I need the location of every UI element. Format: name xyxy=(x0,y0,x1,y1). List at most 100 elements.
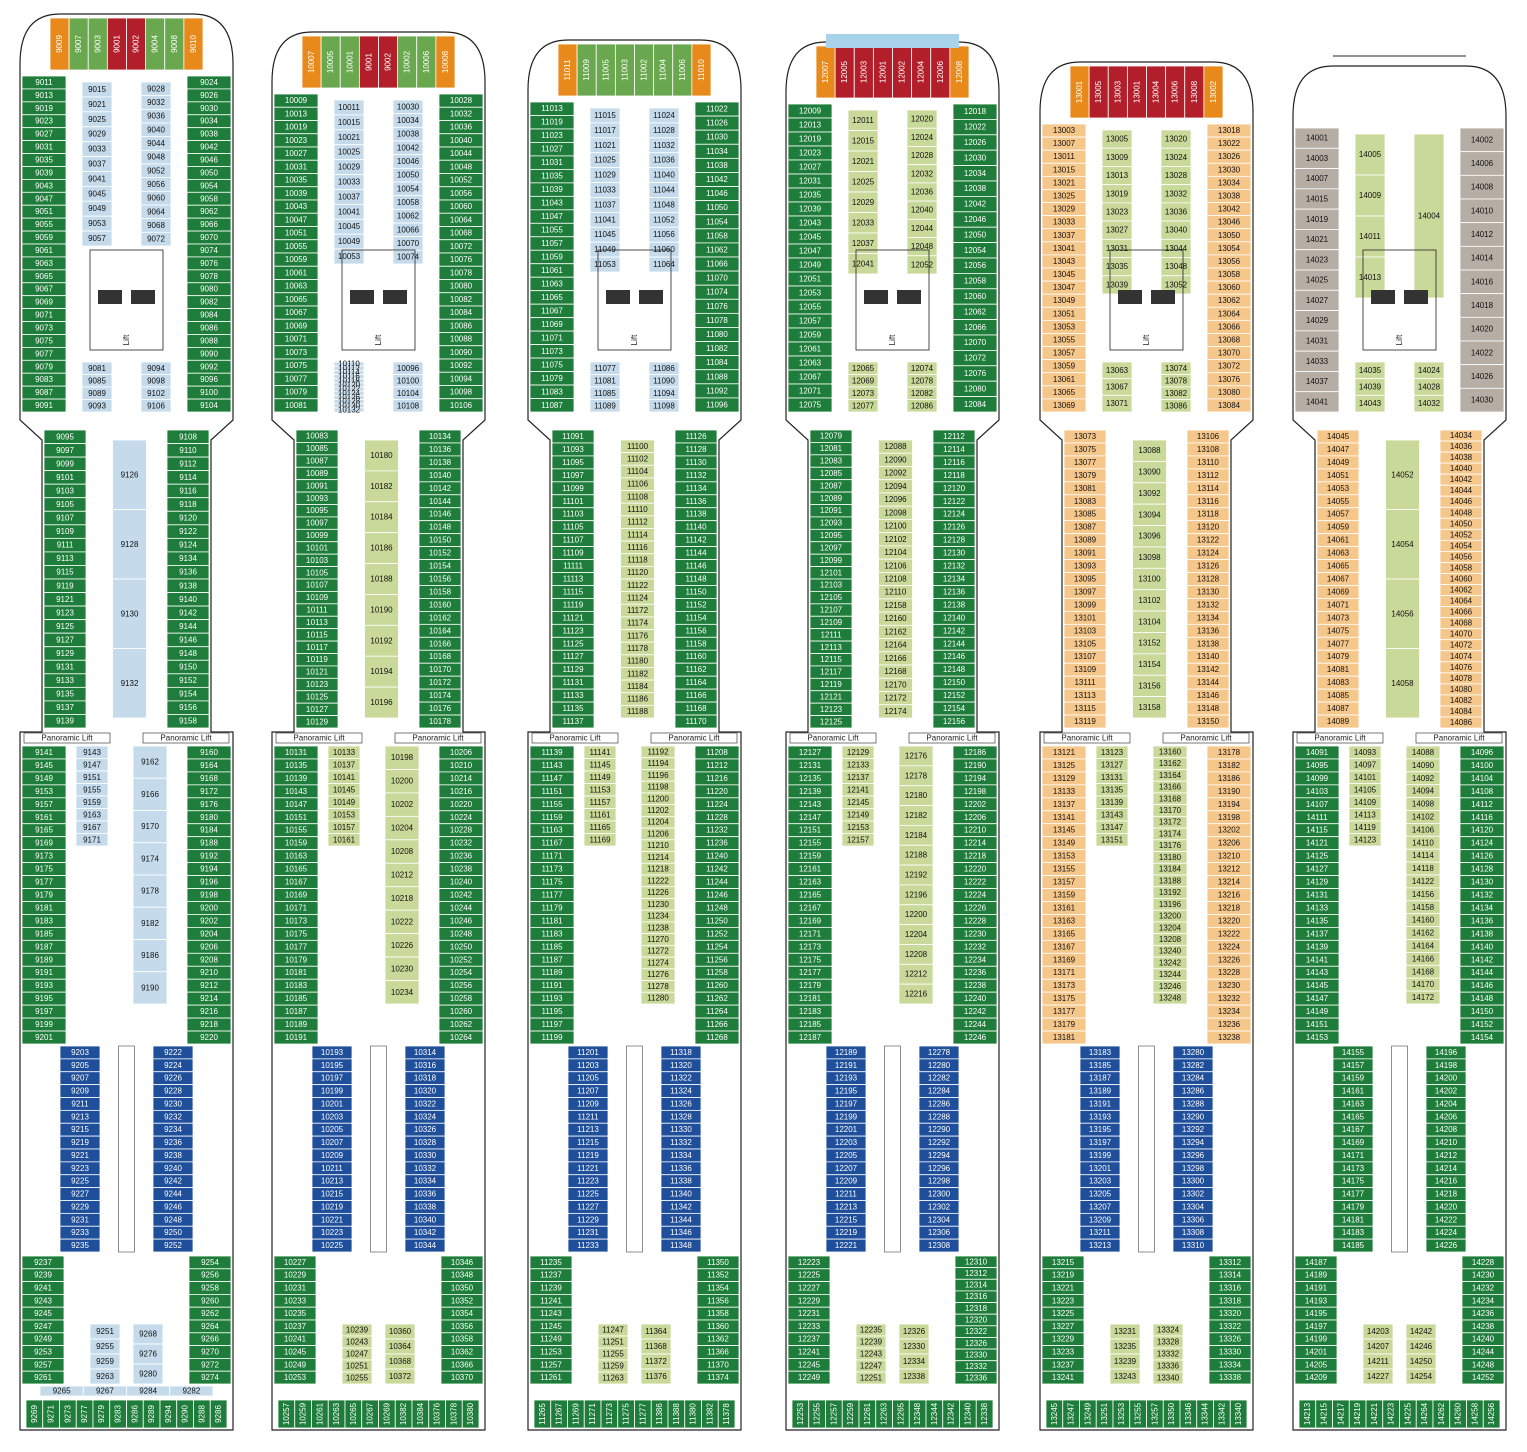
cabin[interactable]: 10366 xyxy=(440,1358,484,1372)
cabin[interactable]: 9040 xyxy=(140,122,172,138)
cabin[interactable]: 10085 xyxy=(295,442,339,456)
cabin[interactable]: 13326 xyxy=(1208,1332,1252,1347)
cabin[interactable]: 14177 xyxy=(1332,1187,1374,1201)
cabin[interactable]: 13065 xyxy=(1041,385,1087,400)
cabin[interactable]: 10243 xyxy=(341,1335,373,1349)
cabin[interactable]: 10174 xyxy=(418,688,462,703)
cabin[interactable]: 10071 xyxy=(273,332,319,347)
cabin[interactable]: 11255 xyxy=(597,1347,629,1361)
cabin[interactable]: 13246 xyxy=(1152,980,1188,993)
cabin[interactable]: 12278 xyxy=(918,1045,960,1060)
forward-cabin[interactable]: 9001 xyxy=(358,35,379,89)
cabin[interactable]: 12239 xyxy=(855,1335,887,1349)
cabin[interactable]: 10051 xyxy=(273,226,319,241)
cabin[interactable]: 13029 xyxy=(1041,202,1087,217)
cabin[interactable]: 10127 xyxy=(295,702,339,716)
cabin[interactable]: 13296 xyxy=(1172,1148,1214,1163)
cabin[interactable]: 10109 xyxy=(295,591,339,605)
cabin[interactable]: 12198 xyxy=(952,784,998,799)
cabin[interactable]: 9214 xyxy=(186,991,232,1006)
cabin[interactable]: 13302 xyxy=(1172,1187,1214,1201)
cabin[interactable]: 13179 xyxy=(1041,1017,1087,1032)
cabin[interactable]: 10194 xyxy=(364,655,399,688)
cabin[interactable]: 11032 xyxy=(648,137,680,154)
cabin[interactable]: 13167 xyxy=(1041,939,1087,954)
cabin[interactable]: 14141 xyxy=(1294,952,1340,967)
cabin[interactable]: 11213 xyxy=(567,1122,609,1137)
cabin[interactable]: 9105 xyxy=(43,497,87,512)
cabin[interactable]: 9236 xyxy=(152,1135,194,1150)
cabin[interactable]: 14136 xyxy=(1459,914,1505,928)
cabin[interactable]: 11139 xyxy=(529,745,575,760)
cabin[interactable]: 14061 xyxy=(1316,533,1360,548)
cabin[interactable]: 13210 xyxy=(1206,849,1252,864)
cabin[interactable]: 13040 xyxy=(1160,220,1192,240)
cabin[interactable]: 13143 xyxy=(1095,808,1129,822)
cabin[interactable]: 10163 xyxy=(273,849,319,864)
cabin[interactable]: 14198 xyxy=(1425,1058,1467,1073)
cabin[interactable]: 13144 xyxy=(1186,675,1230,690)
cabin[interactable]: 9176 xyxy=(186,797,232,812)
cabin[interactable]: 10246 xyxy=(438,914,484,928)
cabin[interactable]: 14114 xyxy=(1405,848,1441,863)
cabin[interactable]: 11332 xyxy=(660,1135,702,1150)
cabin[interactable]: 14084 xyxy=(1439,705,1483,718)
cabin[interactable]: 10248 xyxy=(438,926,484,941)
forward-cabin[interactable]: 10007 xyxy=(301,35,322,89)
cabin[interactable]: 9270 xyxy=(188,1345,232,1359)
cabin[interactable]: 11058 xyxy=(694,228,740,244)
cabin[interactable]: 12081 xyxy=(809,442,853,456)
cabin[interactable]: 11275 xyxy=(617,1399,635,1429)
cabin[interactable]: 10134 xyxy=(418,429,462,444)
cabin[interactable]: 14124 xyxy=(1459,836,1505,851)
cabin[interactable]: 14139 xyxy=(1294,939,1340,954)
cabin[interactable]: 11101 xyxy=(551,494,595,509)
cabin[interactable]: 10136 xyxy=(418,442,462,457)
cabin[interactable]: 12228 xyxy=(952,914,998,928)
cabin[interactable]: 11025 xyxy=(589,152,621,169)
cabin[interactable]: 11259 xyxy=(597,1359,629,1373)
cabin[interactable]: 11364 xyxy=(640,1323,672,1340)
cabin[interactable]: 14185 xyxy=(1332,1238,1374,1253)
cabin[interactable]: 13084 xyxy=(1206,398,1252,413)
cabin[interactable]: 13146 xyxy=(1186,688,1230,703)
cabin[interactable]: 10316 xyxy=(404,1058,446,1073)
cabin[interactable]: 13310 xyxy=(1172,1238,1214,1253)
cabin[interactable]: 11244 xyxy=(694,875,740,889)
cabin[interactable]: 13048 xyxy=(1160,257,1192,277)
cabin[interactable]: 13324 xyxy=(1152,1323,1184,1337)
cabin[interactable]: 9155 xyxy=(75,783,109,797)
cabin[interactable]: 10090 xyxy=(438,345,484,360)
cabin[interactable]: 12242 xyxy=(952,1004,998,1019)
cabin[interactable]: 10063 xyxy=(273,279,319,294)
cabin[interactable]: 9072 xyxy=(140,231,172,247)
cabin[interactable]: 9245 xyxy=(21,1306,65,1321)
cabin[interactable]: 9240 xyxy=(152,1161,194,1176)
cabin[interactable]: 10023 xyxy=(273,133,319,148)
cabin[interactable]: 12073 xyxy=(847,386,879,400)
cabin[interactable]: 11107 xyxy=(551,533,595,548)
cabin[interactable]: 14010 xyxy=(1459,198,1505,224)
cabin[interactable]: 11138 xyxy=(674,507,718,522)
cabin[interactable]: 12134 xyxy=(932,572,976,586)
cabin[interactable]: 13320 xyxy=(1208,1306,1252,1321)
cabin[interactable]: 14214 xyxy=(1425,1161,1467,1176)
cabin[interactable]: 11034 xyxy=(694,143,740,159)
cabin[interactable]: 12077 xyxy=(847,399,879,413)
cabin[interactable]: 13177 xyxy=(1041,1004,1087,1019)
cabin[interactable]: 13041 xyxy=(1041,241,1087,256)
cabin[interactable]: 14216 xyxy=(1425,1174,1467,1189)
cabin[interactable]: 9030 xyxy=(186,101,232,116)
cabin[interactable]: 13128 xyxy=(1186,572,1230,586)
cabin[interactable]: 9229 xyxy=(59,1200,101,1214)
cabin[interactable]: 12056 xyxy=(952,257,998,274)
cabin[interactable]: 12344 xyxy=(925,1399,944,1429)
cabin[interactable]: 12033 xyxy=(847,212,879,234)
cabin[interactable]: 13190 xyxy=(1206,784,1252,799)
cabin[interactable]: 12142 xyxy=(932,623,976,638)
cabin[interactable]: 9163 xyxy=(75,808,109,822)
cabin[interactable]: 11265 xyxy=(533,1399,552,1429)
cabin[interactable]: 12112 xyxy=(932,429,976,444)
cabin[interactable]: 10370 xyxy=(440,1370,484,1385)
cabin[interactable]: 10032 xyxy=(438,106,484,121)
